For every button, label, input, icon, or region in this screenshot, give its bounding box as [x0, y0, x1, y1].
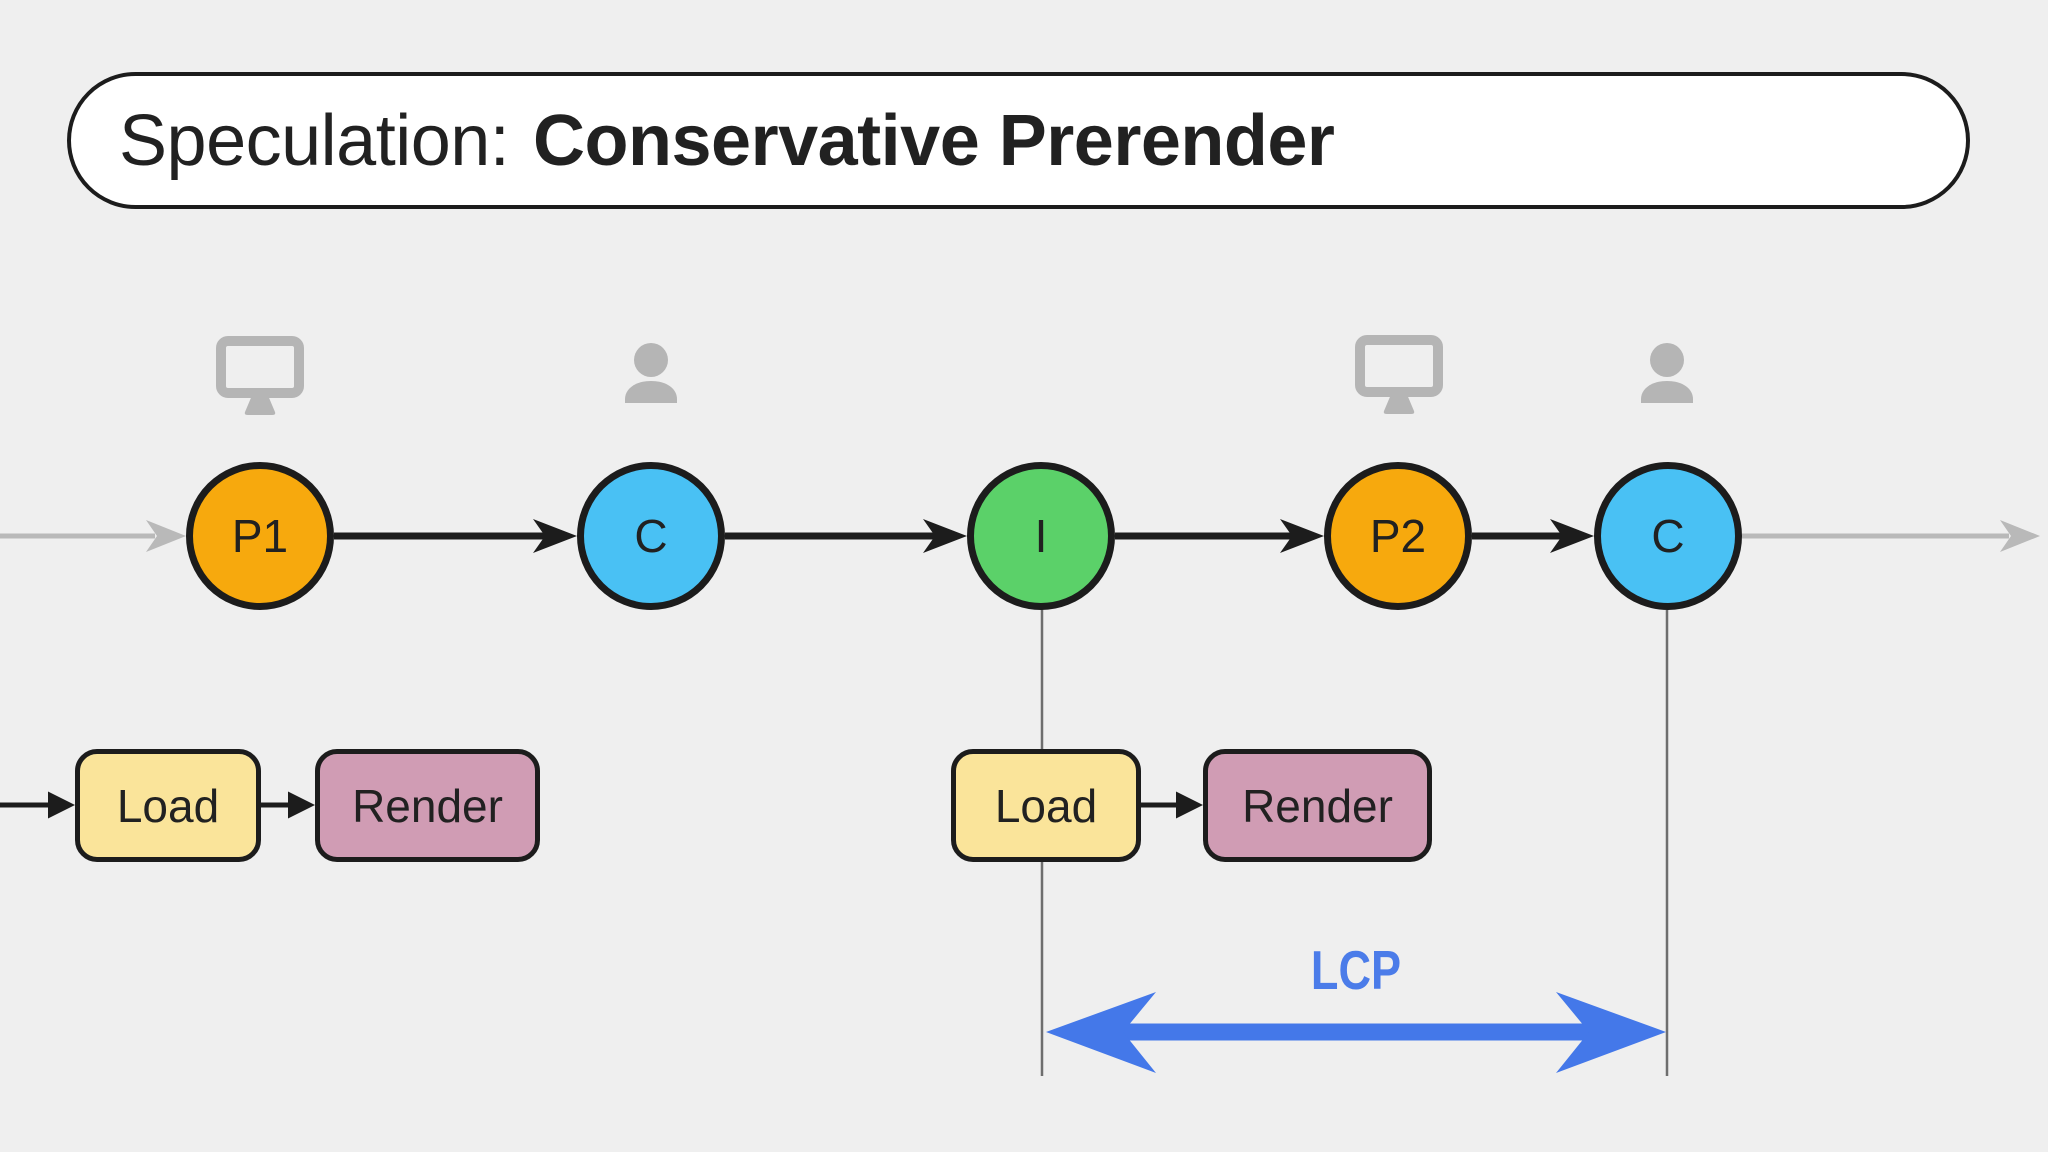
title-pill: Speculation: Conservative Prerender: [67, 72, 1970, 209]
lcp-arrow: [1046, 992, 1666, 1073]
render-label: Render: [1242, 779, 1393, 832]
person-icon: [615, 343, 687, 412]
exit-arrow: [1742, 520, 2040, 552]
process-arrow-into-load-1: [0, 791, 75, 819]
timeline-node-p2: P2: [1324, 462, 1472, 610]
process-arrow-load-render-1: [261, 791, 315, 819]
timeline-arrow-p1-c: [334, 519, 577, 553]
node-label: P2: [1369, 510, 1427, 562]
timeline-node-c1: C: [577, 462, 725, 610]
lcp-label: LCP: [1310, 939, 1402, 1001]
render-box-1: Render: [315, 749, 540, 862]
node-label: P1: [231, 510, 289, 562]
load-label: Load: [116, 779, 220, 832]
monitor-icon: [212, 331, 308, 424]
timeline-node-p1: P1: [186, 462, 334, 610]
person-icon: [1631, 343, 1703, 412]
render-label: Render: [352, 779, 503, 832]
title-bold-text: Conservative Prerender: [533, 100, 1335, 181]
node-label: C: [634, 510, 668, 562]
timeline-node-c2: C: [1594, 462, 1742, 610]
load-box-1: Load: [75, 749, 261, 862]
entry-arrow: [0, 520, 186, 552]
node-label: I: [1034, 510, 1048, 562]
render-box-2: Render: [1203, 749, 1432, 862]
timeline-arrow-i-p2: [1115, 519, 1324, 553]
load-box-2: Load: [951, 749, 1141, 862]
process-arrow-load-render-2: [1141, 791, 1203, 819]
timeline-arrow-p2-c: [1472, 519, 1594, 553]
monitor-icon: [1351, 330, 1447, 423]
timeline-arrow-c-i: [725, 519, 967, 553]
node-label: C: [1651, 510, 1685, 562]
load-label: Load: [994, 779, 1098, 832]
title-regular-text: Speculation:: [119, 100, 510, 181]
timeline-node-i: I: [967, 462, 1115, 610]
